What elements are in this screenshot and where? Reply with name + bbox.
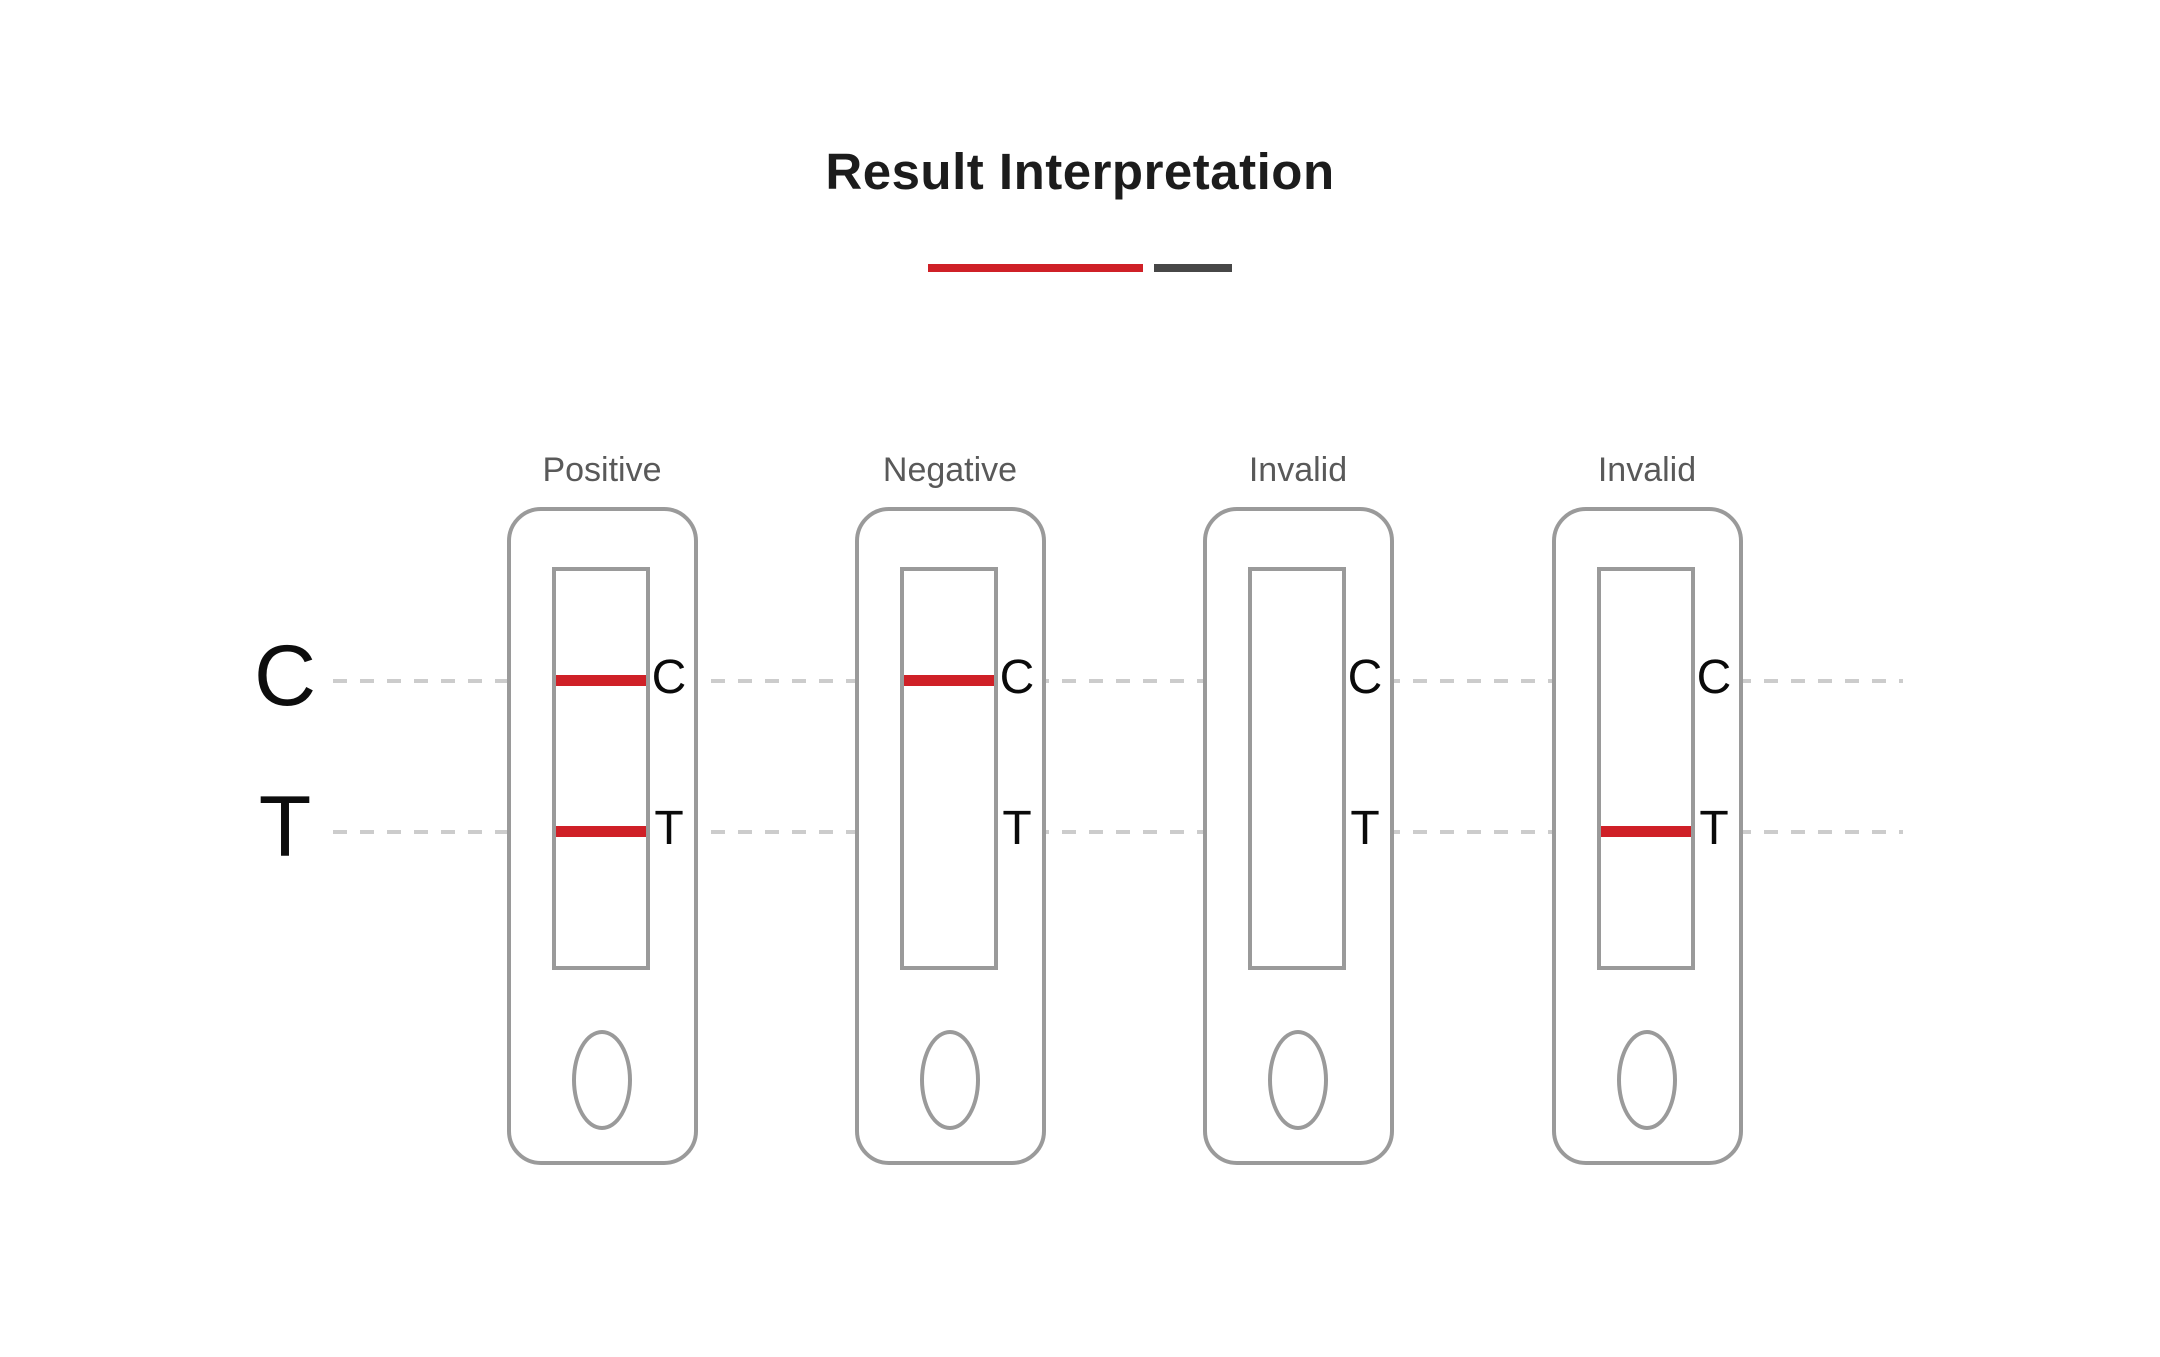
cassette-column-invalid-2: Invalid C T (1552, 440, 1743, 1170)
control-row-label: C (253, 628, 317, 724)
result-window (552, 567, 650, 970)
cassette-column-positive: Positive C T (507, 440, 698, 1170)
test-row-guide-line (333, 830, 1903, 834)
control-band (904, 675, 994, 686)
sample-well (920, 1030, 980, 1130)
control-mark-label: C (651, 651, 687, 704)
sample-well (1617, 1030, 1677, 1130)
cassette-column-negative: Negative C T (855, 440, 1046, 1170)
test-cassette: C T (855, 507, 1046, 1165)
control-row-guide-line (333, 679, 1903, 683)
test-mark-label: T (654, 802, 684, 855)
title-underline-red (928, 264, 1143, 272)
result-window (1248, 567, 1346, 970)
result-label: Negative (882, 451, 1018, 489)
control-mark-label: C (999, 651, 1035, 704)
test-cassette: C T (1203, 507, 1394, 1165)
test-mark-label: T (1350, 802, 1380, 855)
sample-well (1268, 1030, 1328, 1130)
result-window (1597, 567, 1695, 970)
test-band (556, 826, 646, 837)
title-underline-dark (1154, 264, 1232, 272)
test-row-label: T (258, 779, 312, 875)
result-label: Invalid (1248, 451, 1348, 489)
test-mark-label: T (1002, 802, 1032, 855)
result-window (900, 567, 998, 970)
test-band (1601, 826, 1691, 837)
control-mark-label: C (1347, 651, 1383, 704)
result-label: Positive (542, 451, 662, 489)
sample-well (572, 1030, 632, 1130)
page-title: Result Interpretation (825, 143, 1335, 200)
test-mark-label: T (1699, 802, 1729, 855)
cassette-column-invalid-1: Invalid C T (1203, 440, 1394, 1170)
control-mark-label: C (1696, 651, 1732, 704)
test-cassette: C T (507, 507, 698, 1165)
control-band (556, 675, 646, 686)
result-label: Invalid (1597, 451, 1697, 489)
test-cassette: C T (1552, 507, 1743, 1165)
